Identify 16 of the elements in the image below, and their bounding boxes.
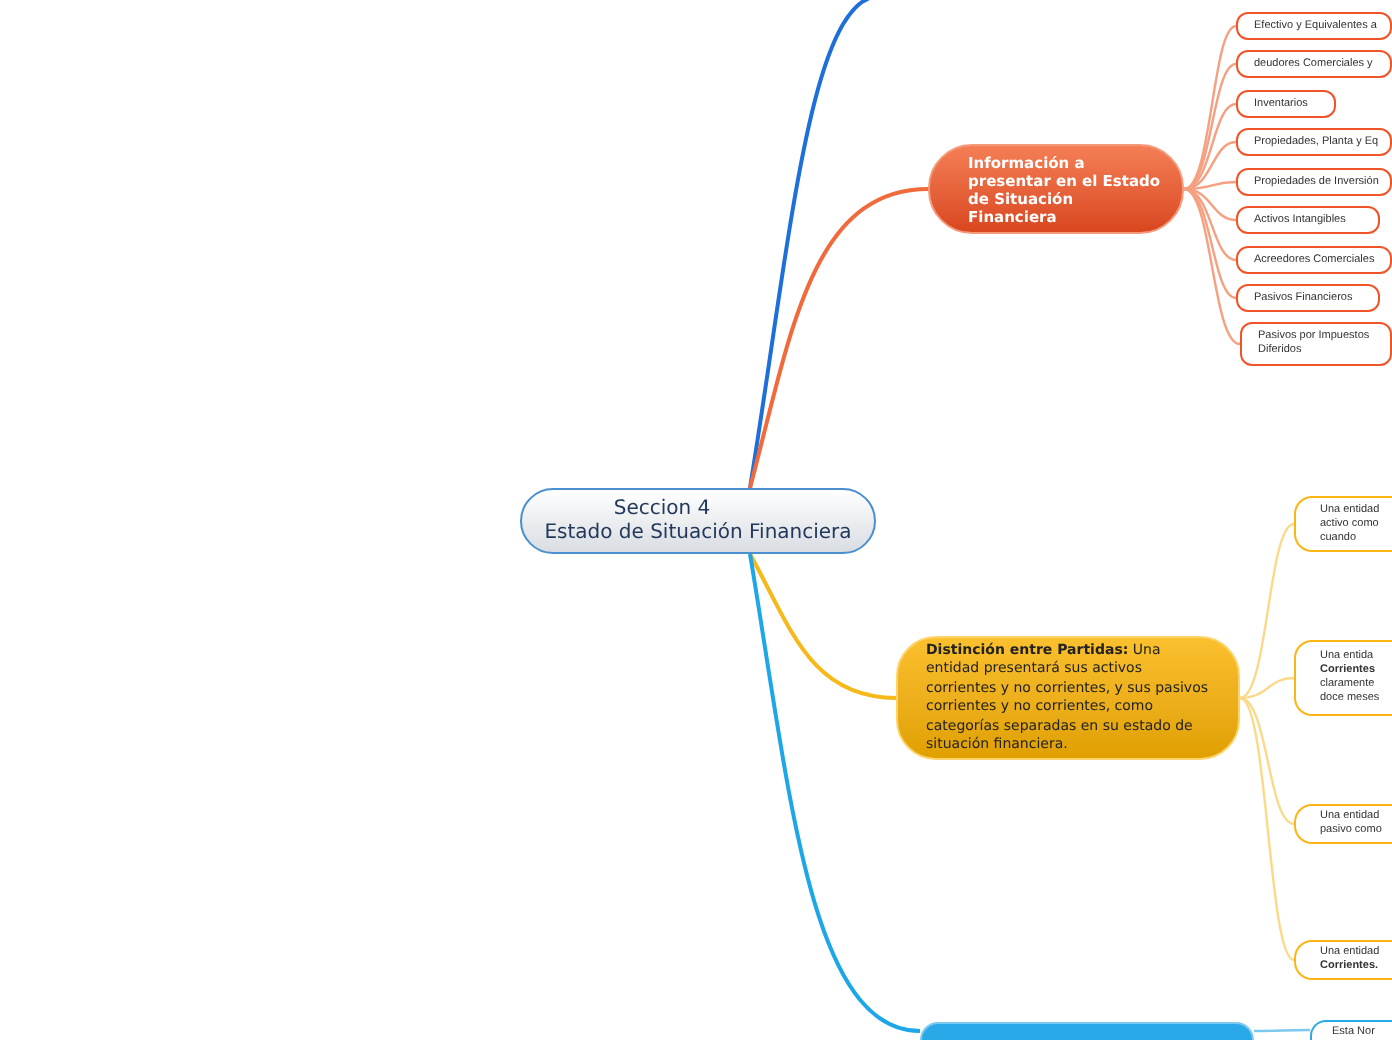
connector-line xyxy=(1254,1028,1310,1033)
topic-bubble xyxy=(920,1022,1254,1040)
central-topic: Seccion 4 Estado de Situación Financiera xyxy=(520,488,876,554)
connector-line xyxy=(1239,696,1295,826)
connector-line xyxy=(1183,187,1241,346)
connector-line xyxy=(1183,62,1237,191)
connector-line xyxy=(1239,522,1295,700)
connector-line xyxy=(1239,676,1295,700)
connector-line xyxy=(1183,24,1237,191)
connector-line xyxy=(1183,187,1237,300)
connector-line xyxy=(748,553,897,700)
connector-line xyxy=(748,187,929,489)
connector-line xyxy=(1183,187,1237,262)
connector-line xyxy=(1239,697,1295,961)
connector-line xyxy=(748,553,921,1033)
connector-line xyxy=(1183,102,1237,191)
